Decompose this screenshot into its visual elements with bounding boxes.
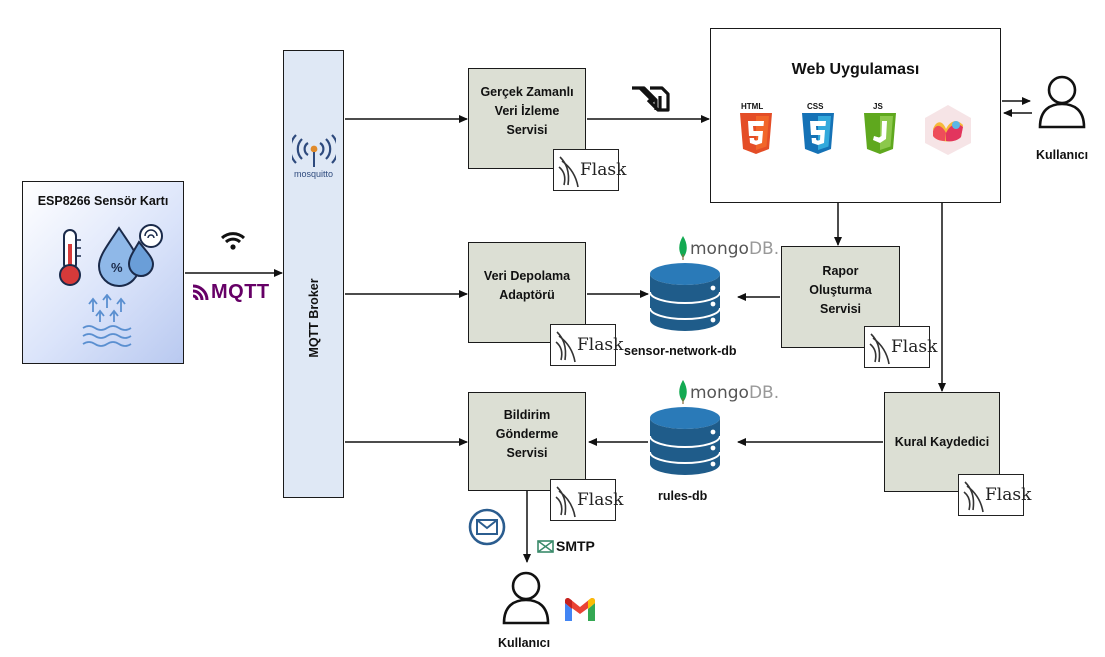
web-app-box: Web Uygulaması HTML CSS JS — [710, 28, 1001, 203]
rule-service-label: Kural Kaydedici — [894, 434, 990, 449]
flask-badge: Flask — [550, 324, 623, 366]
report-service-label: Rapor Oluşturma Servisi — [809, 263, 872, 316]
mongodb-leaf-icon — [679, 380, 687, 404]
websocket-icon — [632, 86, 670, 112]
flask-badge: Flask — [553, 149, 626, 191]
mqtt-broker-label: MQTT Broker — [307, 278, 321, 358]
js-icon — [864, 113, 896, 154]
bottom-user-label: Kullanıcı — [498, 636, 551, 650]
notify-service-label: Bildirim Gönderme Servisi — [495, 408, 559, 460]
js-tech-label: JS — [873, 102, 883, 111]
top-user-label: Kullanıcı — [1036, 148, 1089, 162]
user-icon — [1038, 75, 1086, 129]
sensor-network-db-icon — [649, 263, 721, 331]
mosquitto-label: mosquitto — [293, 169, 334, 179]
realtime-service-label: Gerçek Zamanlı Veri İzleme Servisi — [480, 85, 574, 137]
sensor-db-label: sensor-network-db — [624, 344, 737, 358]
web-app-title: Web Uygulaması — [791, 61, 920, 78]
gmail-icon — [565, 597, 595, 621]
flask-horn-icon — [555, 486, 576, 518]
storage-service-label: Veri Depolama Adaptörü — [483, 268, 571, 302]
smtp-label: SMTP — [556, 538, 595, 554]
evaporation-icon — [82, 294, 132, 347]
mqtt-broker-box: mosquitto MQTT Broker — [283, 50, 344, 498]
mqtt-logo-icon — [192, 284, 209, 301]
flask-horn-icon — [869, 333, 890, 365]
mongodb-brand-label: mongoDB. — [690, 239, 780, 259]
html5-icon — [740, 113, 772, 154]
thermometer-icon — [59, 229, 81, 286]
flask-horn-icon — [963, 481, 984, 513]
css3-icon — [802, 113, 834, 154]
flask-horn-icon — [558, 156, 579, 188]
wifi-icon — [220, 232, 246, 250]
flask-badge: Flask — [550, 479, 623, 521]
flask-badge: Flask — [864, 326, 937, 368]
rules-db-icon — [649, 407, 721, 475]
flask-badge: Flask — [958, 474, 1031, 516]
realtime-monitoring-service-box: Gerçek Zamanlı Veri İzleme Servisi — [468, 68, 586, 169]
user-icon — [502, 571, 550, 625]
mqtt-label: MQTT — [211, 281, 270, 303]
mongodb-leaf-icon — [679, 236, 687, 260]
mongodb-brand-label: mongoDB. — [690, 383, 780, 403]
rules-db-label: rules-db — [658, 489, 708, 503]
mail-icon — [468, 508, 506, 546]
humidity-icon: % — [97, 224, 163, 287]
smtp-envelope-icon — [537, 540, 554, 553]
sensor-board-title: ESP8266 Sensör Kartı — [37, 194, 169, 208]
css-tech-label: CSS — [807, 102, 824, 111]
html-tech-label: HTML — [741, 102, 764, 111]
mosquitto-signal-icon — [292, 134, 336, 167]
notification-service-box: Bildirim Gönderme Servisi — [468, 392, 586, 491]
flask-horn-icon — [555, 331, 576, 363]
svg-text:%: % — [111, 260, 123, 275]
sensor-board-box: ESP8266 Sensör Kartı % — [22, 181, 184, 364]
chart-library-icon — [925, 105, 971, 155]
